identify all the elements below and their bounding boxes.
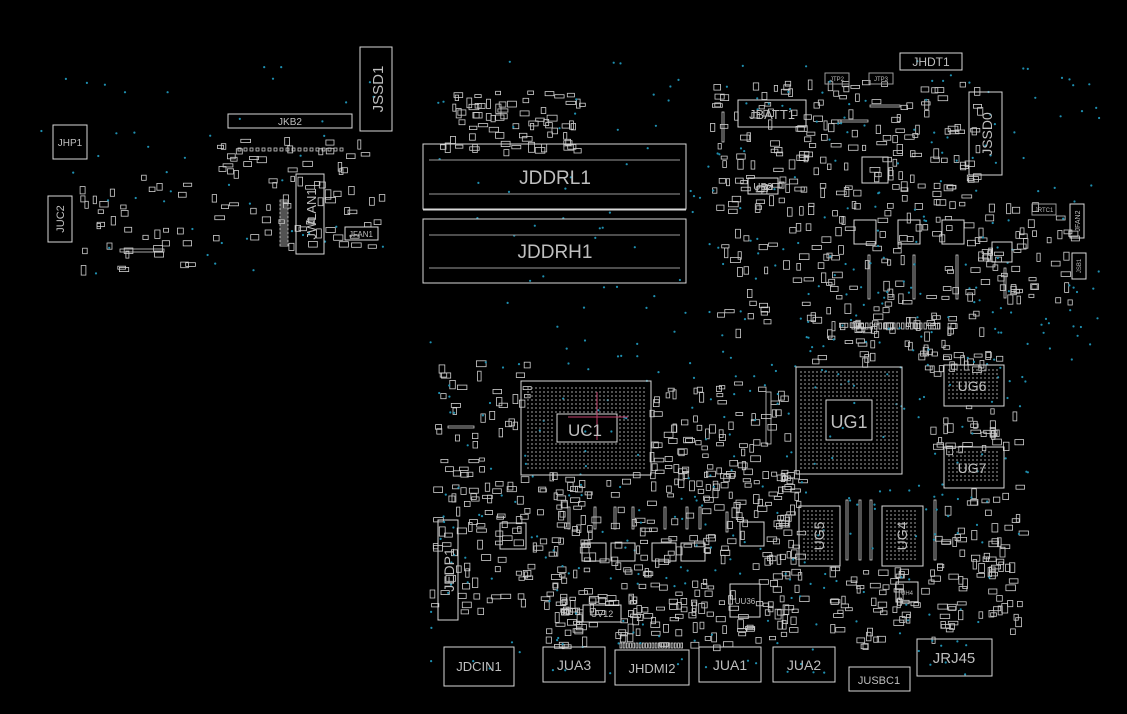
label-jhp1: JHP1 [58, 138, 83, 149]
chip-ub2[interactable]: UB2 [747, 177, 779, 195]
vram-ug6[interactable]: UG6 [943, 364, 1005, 407]
chip-uv12[interactable]: UV12 [582, 604, 622, 623]
label-jdcin1: JDCIN1 [456, 659, 502, 674]
chip-uh4[interactable]: UH4 [895, 581, 919, 603]
uc1-bga-grid [527, 387, 645, 469]
label-ug6: UG6 [958, 378, 987, 394]
label-jua2: JUA2 [787, 657, 821, 673]
label-ug1: UG1 [830, 412, 867, 432]
label-ug5: UG5 [811, 521, 827, 550]
label-jfan2: JFAN2 [1075, 210, 1082, 231]
label-jrtc1: JRTC1 [1035, 208, 1054, 214]
label-ub2: UB2 [753, 182, 773, 193]
ug6-bga-grid [948, 369, 998, 399]
ug5-bga-grid [803, 510, 833, 560]
connector-jusbc1[interactable]: JUSBC1 [848, 666, 911, 692]
connector-jsb1[interactable]: JSB1 [1071, 252, 1087, 280]
label-jua1: JUA1 [713, 657, 747, 673]
connector-jkb2[interactable]: JKB2 [227, 113, 353, 129]
vram-ug4[interactable]: UG4 [881, 505, 924, 567]
label-jssd1: JSSD1 [370, 66, 387, 113]
label-jua3: JUA3 [557, 657, 591, 673]
ug4-bga-grid [886, 510, 916, 560]
connector-jedp1[interactable]: JEDP1 [437, 519, 459, 621]
vram-ug5[interactable]: UG5 [798, 505, 841, 567]
connector-jwlan1[interactable]: JWLAN1 [295, 173, 325, 255]
label-jbatt1: JBATT1 [749, 107, 795, 122]
label-jtp2: JTP2 [830, 77, 845, 83]
connector-jssd1[interactable]: JSSD1 [359, 46, 393, 132]
connector-jtp3[interactable]: JTP3 [868, 72, 894, 85]
chip-uu36[interactable]: UU36 [729, 583, 761, 618]
connector-jua3[interactable]: JUA3 [542, 646, 606, 683]
label-uh4: UH4 [901, 591, 914, 597]
connector-jfan2[interactable]: JFAN2 [1069, 203, 1085, 239]
label-jtp3: JTP3 [874, 77, 889, 83]
connector-jrj45[interactable]: JRJ45 [916, 638, 993, 677]
connector-jhdt1[interactable]: JHDT1 [899, 52, 963, 71]
vram-ug7[interactable]: UG7 [943, 446, 1005, 489]
connector-jbatt1[interactable]: JBATT1 [737, 99, 807, 128]
label-jrj45: JRJ45 [933, 650, 976, 667]
label-juc2: JUC2 [55, 205, 67, 233]
label-ug7: UG7 [958, 460, 987, 476]
label-jkb2: JKB2 [278, 117, 302, 128]
connector-jssd0[interactable]: JSSD0 [968, 91, 1003, 176]
label-jddrl1: JDDRL1 [519, 168, 591, 189]
lower-chokes [499, 521, 765, 562]
label-jsb1: JSB1 [1077, 258, 1083, 273]
connector-jhdmi2[interactable]: JHDMI2 [614, 649, 690, 686]
connector-jdcin1[interactable]: JDCIN1 [443, 646, 515, 687]
label-jedp1: JEDP1 [441, 548, 457, 592]
label-uu36: UU36 [735, 597, 756, 606]
label-jssd0: JSSD0 [979, 112, 995, 156]
label-uv12: UV12 [591, 609, 614, 619]
power-chokes [853, 156, 1013, 263]
gpu-ug1[interactable]: UG1 [795, 366, 903, 475]
label-jfan1: JFAN1 [349, 230, 374, 239]
label-jddrh1: JDDRH1 [518, 242, 593, 263]
via-layer [40, 60, 1101, 676]
label-jhdmi2: JHDMI2 [629, 661, 676, 676]
ug1-bga-grid [800, 371, 898, 469]
label-uc1: UC1 [568, 421, 602, 440]
cpu-uc1[interactable]: UC1 [520, 380, 652, 476]
label-ug4: UG4 [894, 521, 910, 550]
connector-juc2[interactable]: JUC2 [47, 195, 73, 243]
ddr-slot-jddrl1[interactable]: JDDRL1 [422, 143, 687, 211]
label-jwlan1: JWLAN1 [304, 188, 319, 239]
connector-jua1[interactable]: JUA1 [698, 646, 762, 683]
connector-jfan1[interactable]: JFAN1 [344, 226, 379, 241]
connector-jua2[interactable]: JUA2 [772, 646, 836, 683]
label-jhdt1: JHDT1 [912, 55, 950, 69]
label-jusbc1: JUSBC1 [858, 675, 900, 687]
connector-jhp1[interactable]: JHP1 [52, 124, 88, 160]
connector-jtp2[interactable]: JTP2 [824, 72, 850, 85]
connector-jrtc1[interactable]: JRTC1 [1031, 203, 1057, 216]
passive-components-layer [79, 79, 1080, 652]
ddr-slot-jddrh1[interactable]: JDDRH1 [422, 218, 687, 284]
ug7-bga-grid [948, 451, 998, 481]
